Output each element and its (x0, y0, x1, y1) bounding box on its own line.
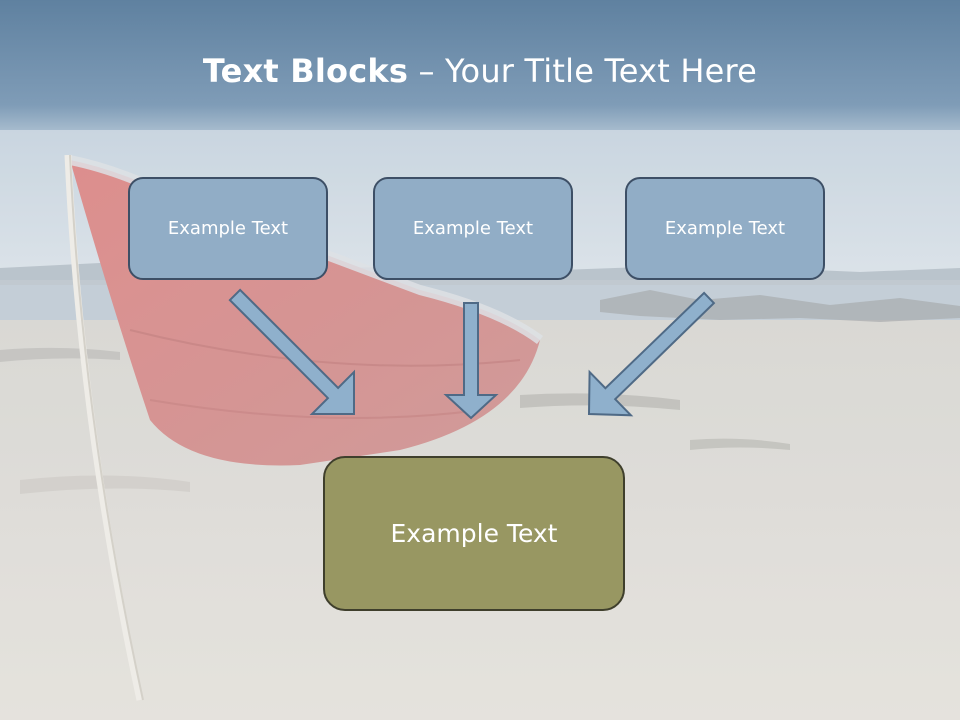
text-block-2[interactable]: Example Text (373, 177, 573, 280)
text-block-3[interactable]: Example Text (625, 177, 825, 280)
arrow-center (443, 302, 499, 420)
slide-title: Text Blocks – Your Title Text Here (0, 52, 960, 90)
text-block-1[interactable]: Example Text (128, 177, 328, 280)
title-bold: Text Blocks (202, 52, 409, 90)
arrow-left (228, 288, 355, 415)
arrow-right (587, 291, 716, 417)
title-rest: – Your Title Text Here (408, 52, 758, 90)
text-block-result[interactable]: Example Text (323, 456, 625, 611)
